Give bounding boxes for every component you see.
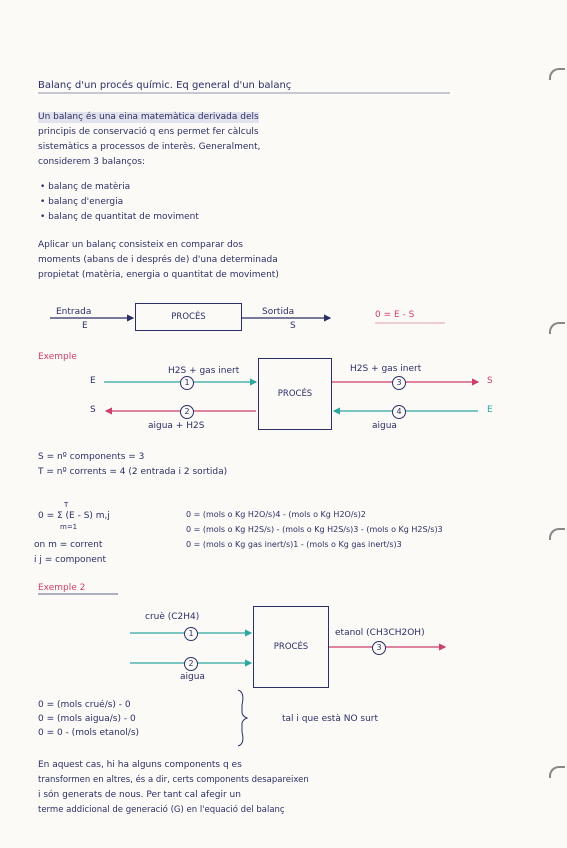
page-title: Balanç d'un procés químic. Eq general d'… [38,80,292,91]
example1-stream-number-1: 1 [180,376,194,390]
example2-balance-eq-3: 0 = 0 - (mols etanol/s) [38,728,140,738]
example1-stream-number-3: 3 [392,376,406,390]
example1-process-box: PROCÉS [258,358,332,430]
example1-heading: Exemple [38,352,77,362]
apply-line-1: Aplicar un balanç consisteix en comparar… [38,240,243,250]
example1-stream2-label: aigua + H2S [148,421,205,431]
example1-components-line: S = nº components = 3 [38,452,145,462]
apply-line-2: moments (abans de i després de) d'una de… [38,255,278,265]
diagram1-in-label: Entrada [56,307,92,317]
diagram1-out-symbol: S [290,321,296,331]
bullet-item-3: • balanç de quantitat de moviment [40,212,199,222]
example1-stream1-label: H2S + gas inert [168,366,240,376]
apply-line-3: propietat (matèria, energia o quantitat … [38,270,279,280]
closing-line-4: terme addicional de generació (G) en l'e… [38,805,285,815]
sum-upper-limit: T [64,501,69,509]
example2-balance-eq-1: 0 = (mols crué/s) - 0 [38,700,131,710]
diagram1-in-symbol: E [82,321,88,331]
example2-stream-number-1: 1 [184,627,198,641]
example1-S-right: S [487,376,493,386]
example1-currents-line: T = nº corrents = 4 (2 entrada i 2 sorti… [38,467,228,477]
example1-E-left: E [90,376,96,386]
example2-stream1-label: cruè (C2H4) [145,612,200,622]
where-line-1: on m = corrent [34,540,103,550]
sum-lower-limit: m=1 [60,523,78,531]
bullet-item-1: • balanç de matèria [40,182,131,192]
closing-line-1: En aquest cas, hi ha alguns components q… [38,760,242,770]
sum-equation: 0 = Σ (E - S) m,j [38,511,110,521]
bullet-item-2: • balanç d'energia [40,197,124,207]
example1-stream3-label: H2S + gas inert [350,364,422,374]
diagram1-process-box: PROCÉS [135,303,242,331]
example2-heading: Exemple 2 [38,583,86,593]
example1-balance-eq-2: 0 = (mols o Kg H2S/s) - (mols o Kg H2S/s… [186,525,443,534]
closing-line-2: transformen en altres, és a dir, certs c… [38,775,309,785]
example2-stream3-label: etanol (CH3CH2OH) [335,628,425,638]
binder-hole-4 [549,766,565,778]
diagram1-out-label: Sortida [262,307,295,317]
example1-stream-number-4: 4 [392,405,406,419]
intro-line-3: sistemàtics a processos de interès. Gene… [38,142,261,152]
intro-line-1: Un balanç és una eina matemàtica derivad… [38,112,259,123]
example1-stream4-label: aigua [372,421,397,431]
intro-line-2: principis de conservació q ens permet fe… [38,127,259,137]
example1-balance-eq-1: 0 = (mols o Kg H2O/s)4 - (mols o Kg H2O/… [186,510,366,519]
binder-hole-2 [549,322,565,334]
example2-stream-number-3: 3 [372,641,386,655]
closing-line-3: i són generats de nous. Per tant cal afe… [38,790,241,800]
where-line-2: i j = component [34,555,107,565]
diagram1-equation: 0 = E - S [375,310,415,320]
example2-stream2-label: aigua [180,672,205,682]
binder-hole-3 [549,528,565,540]
example1-balance-eq-3: 0 = (mols o Kg gas inert/s)1 - (mols o K… [186,540,402,549]
example1-E-right: E [487,405,493,415]
binder-hole-1 [549,68,565,80]
intro-line-4: considerem 3 balanços: [38,157,145,167]
example1-stream-number-2: 2 [180,405,194,419]
example2-note: tal i que està NO surt [282,714,379,724]
example1-S-left: S [90,405,96,415]
example2-process-box: PROCÉS [253,606,329,688]
example2-balance-eq-2: 0 = (mols aigua/s) - 0 [38,714,136,724]
example2-stream-number-2: 2 [184,657,198,671]
